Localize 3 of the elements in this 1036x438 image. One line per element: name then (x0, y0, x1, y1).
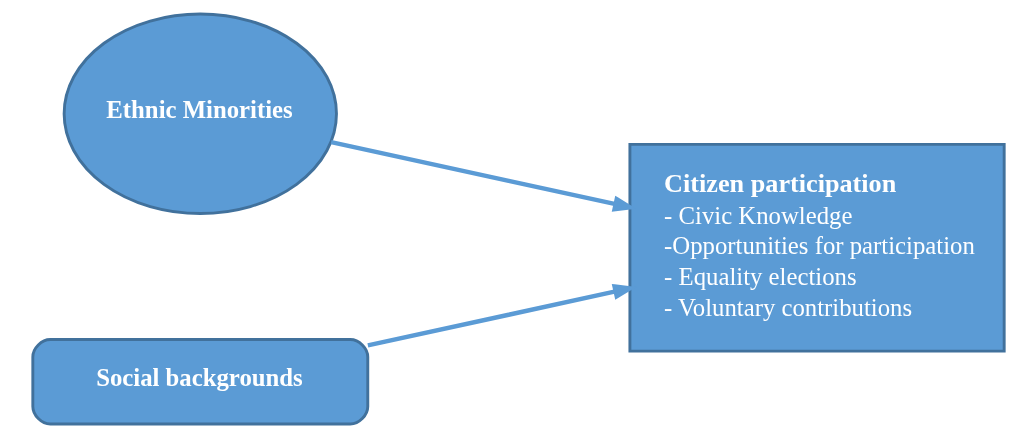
node-box: Citizen participation - Civic Knowledge -Opportunities for participation - Equality elections - Voluntary contributions (627, 142, 1006, 353)
node-ellipse: Ethnic Minorities (62, 12, 338, 215)
node-box: Social backgrounds (30, 338, 369, 426)
